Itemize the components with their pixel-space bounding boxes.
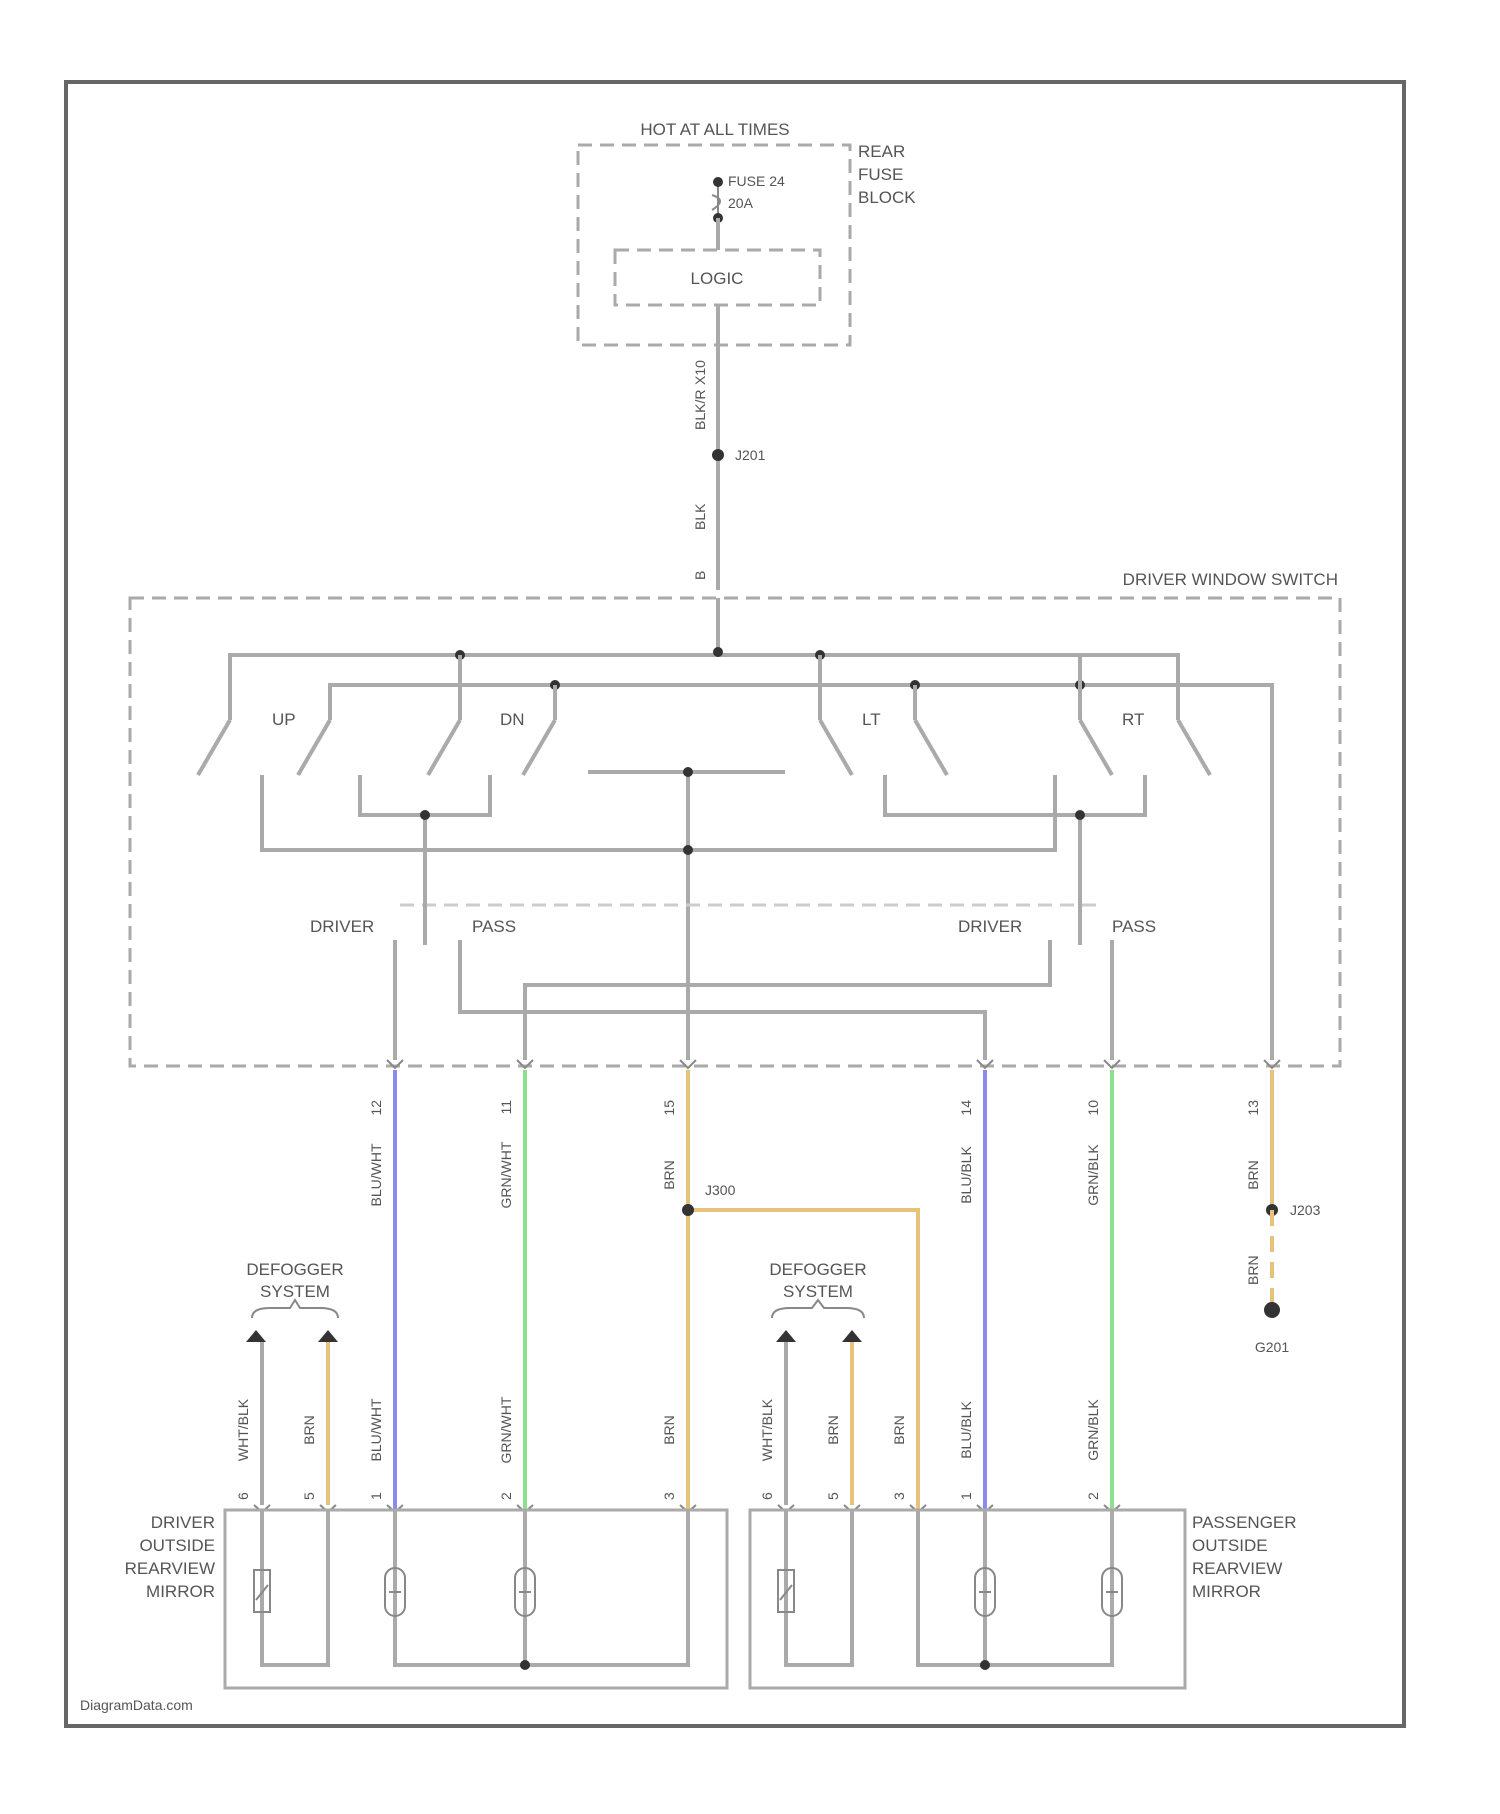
driver-mirror-line2: OUTSIDE [139, 1536, 215, 1555]
wire-top-label: BLK/R [692, 390, 708, 430]
mirror-pin-label: 1 [958, 1492, 974, 1500]
passenger-mirror-line1: PASSENGER [1192, 1513, 1297, 1532]
mirror-wire-label: GRN/WHT [498, 1396, 514, 1463]
mirror-pin-label: 3 [891, 1492, 907, 1500]
pass-right-label: PASS [1112, 917, 1156, 936]
junction-mid-label: J300 [705, 1182, 736, 1198]
switch-up-label: UP [272, 710, 296, 729]
driver-window-switch-label: DRIVER WINDOW SWITCH [1123, 570, 1338, 589]
passenger-mirror-box [750, 1510, 1185, 1688]
passenger-mirror-line2: OUTSIDE [1192, 1536, 1268, 1555]
switch-output-pin-label: 12 [368, 1100, 384, 1116]
switch-output-wire-label: BLU/BLK [958, 1146, 974, 1204]
switch-bus-lower [330, 685, 1272, 1060]
block-label: BLOCK [858, 188, 916, 207]
driver-mirror-line1: DRIVER [151, 1513, 215, 1532]
bus-node-1 [713, 647, 723, 657]
passenger-mirror-line4: MIRROR [1192, 1582, 1261, 1601]
switch-output-pin-label: 10 [1085, 1100, 1101, 1116]
defogger-right-line2: SYSTEM [783, 1282, 853, 1301]
contact-node-d [1075, 810, 1085, 820]
defogger-left-brace [252, 1300, 338, 1318]
defogger-right-brace [772, 1300, 864, 1318]
junction-top [712, 449, 724, 461]
fuse-icon [712, 185, 720, 215]
mirror-wire-label: GRN/BLK [1085, 1399, 1101, 1461]
switch-bus-upper [230, 655, 1178, 720]
wire-top2-label: BLK [692, 503, 708, 530]
mirror-pin-label: 1 [368, 1492, 384, 1500]
switch-output-wire-label: BRN [661, 1160, 677, 1190]
j300-bridge [688, 1210, 918, 1510]
passenger-mirror-node [980, 1660, 990, 1670]
ground-label: G201 [1255, 1339, 1289, 1355]
driver-mirror-node [520, 1660, 530, 1670]
defogger-left-line1: DEFOGGER [246, 1260, 343, 1279]
mirror-wire-label: BRN [825, 1415, 841, 1445]
driver-window-switch [130, 598, 1340, 1066]
mirror-pin-label: 6 [759, 1492, 775, 1500]
pin-top-label: B [692, 571, 708, 580]
mirror-wire-label: WHT/BLK [759, 1398, 775, 1461]
mirror-wire-label: BRN [891, 1415, 907, 1445]
defogger-right-terminal-1 [776, 1330, 796, 1342]
ground-wire-label: BRN [1245, 1255, 1261, 1285]
driver-mirror-box [225, 1510, 727, 1688]
rear-label: REAR [858, 142, 905, 161]
switch-output-wire-label: GRN/WHT [498, 1141, 514, 1208]
mirror-pin-label: 2 [498, 1492, 514, 1500]
watermark: DiagramData.com [80, 1697, 193, 1713]
driver-mirror-line3: REARVIEW [125, 1559, 215, 1578]
switch-output-pin-label: 14 [958, 1100, 974, 1116]
contact-node-c [683, 845, 693, 855]
switch-output-pin-label: 11 [498, 1100, 514, 1115]
switch-lt-label: LT [862, 710, 881, 729]
contact-node-b [683, 767, 693, 777]
switch-output-wire-label: GRN/BLK [1085, 1144, 1101, 1206]
mirror-wire-label: BLU/WHT [368, 1398, 384, 1461]
defogger-left-terminal-2 [318, 1330, 338, 1342]
junction-top-label: J201 [735, 447, 766, 463]
hot-at-all-times-label: HOT AT ALL TIMES [640, 120, 789, 139]
mirror-wire-label: BLU/BLK [958, 1401, 974, 1459]
fuse-rating-label: 20A [728, 195, 754, 211]
defogger-left-terminal-1 [246, 1330, 266, 1342]
mirror-pin-label: 5 [301, 1492, 317, 1500]
pass-left-label: PASS [472, 917, 516, 936]
junction-mid [682, 1204, 694, 1216]
mirror-pin-label: 5 [825, 1492, 841, 1500]
switch-output-wire-label: BLU/WHT [368, 1143, 384, 1206]
mirror-pin-label: 3 [661, 1492, 677, 1500]
logic-label: LOGIC [691, 269, 744, 288]
fuse-label: FUSE [858, 165, 903, 184]
mirror-pin-label: 6 [235, 1492, 251, 1500]
rear-fuse-block [578, 145, 850, 345]
switch-contacts [198, 655, 1210, 775]
switch-dn-label: DN [500, 710, 525, 729]
fuse-node-top [713, 177, 723, 187]
junction-right-label: J203 [1290, 1202, 1321, 1218]
mirror-wire-label: WHT/BLK [235, 1398, 251, 1461]
passenger-mirror-internal [786, 1510, 1112, 1665]
mirror-pin-label: 2 [1085, 1492, 1101, 1500]
switch-output-pin-label: 15 [661, 1100, 677, 1116]
contact-node-a [420, 810, 430, 820]
driver-mirror-internal [262, 1510, 688, 1665]
connector-top-label: X10 [692, 360, 708, 385]
defogger-right-line1: DEFOGGER [769, 1260, 866, 1279]
mirror-wire-label: BRN [661, 1415, 677, 1445]
fuse-number-label: FUSE 24 [728, 173, 785, 189]
passenger-mirror-line3: REARVIEW [1192, 1559, 1282, 1578]
switch-rt-label: RT [1122, 710, 1144, 729]
driver-mirror-line4: MIRROR [146, 1582, 215, 1601]
switch-output-pin-label: 13 [1245, 1100, 1261, 1116]
driver-right-label: DRIVER [958, 917, 1022, 936]
ground-icon [1264, 1302, 1280, 1318]
defogger-right-terminal-2 [842, 1330, 862, 1342]
switch-output-wire-label: BRN [1245, 1160, 1261, 1190]
driver-left-label: DRIVER [310, 917, 374, 936]
mirror-wire-label: BRN [301, 1415, 317, 1445]
